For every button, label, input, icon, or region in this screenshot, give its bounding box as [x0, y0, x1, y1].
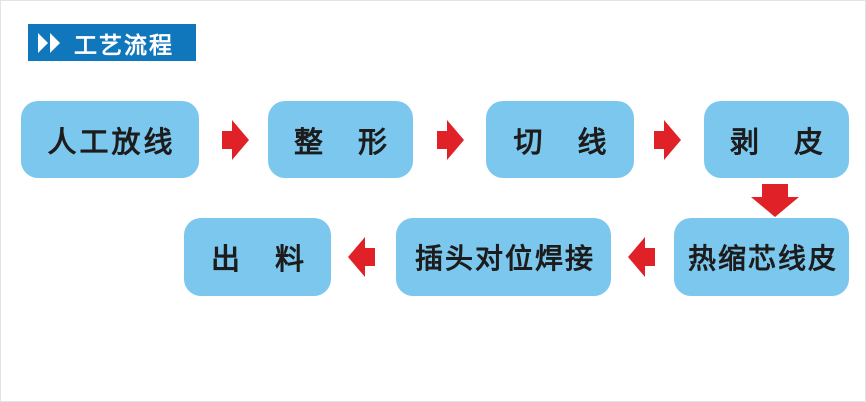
arrow-right-icon — [437, 120, 464, 160]
flow-step-2: 整 形 — [268, 101, 413, 178]
arrow-left-icon — [628, 237, 655, 277]
flow-step-7: 出 料 — [184, 218, 331, 296]
arrow-right-icon — [222, 120, 249, 160]
flow-step-3: 切 线 — [486, 101, 634, 178]
arrow-right-icon — [654, 120, 681, 160]
flow-step-5: 热缩芯线皮 — [674, 218, 849, 296]
arrow-left-icon — [348, 237, 375, 277]
section-title-banner: 工艺流程 — [28, 24, 196, 61]
flow-step-6: 插头对位焊接 — [396, 218, 611, 296]
double-chevron-right-icon — [38, 32, 60, 53]
flow-step-1: 人工放线 — [21, 101, 199, 178]
arrow-down-icon — [751, 184, 799, 217]
section-title: 工艺流程 — [74, 32, 174, 59]
flow-step-4: 剥 皮 — [704, 101, 849, 178]
